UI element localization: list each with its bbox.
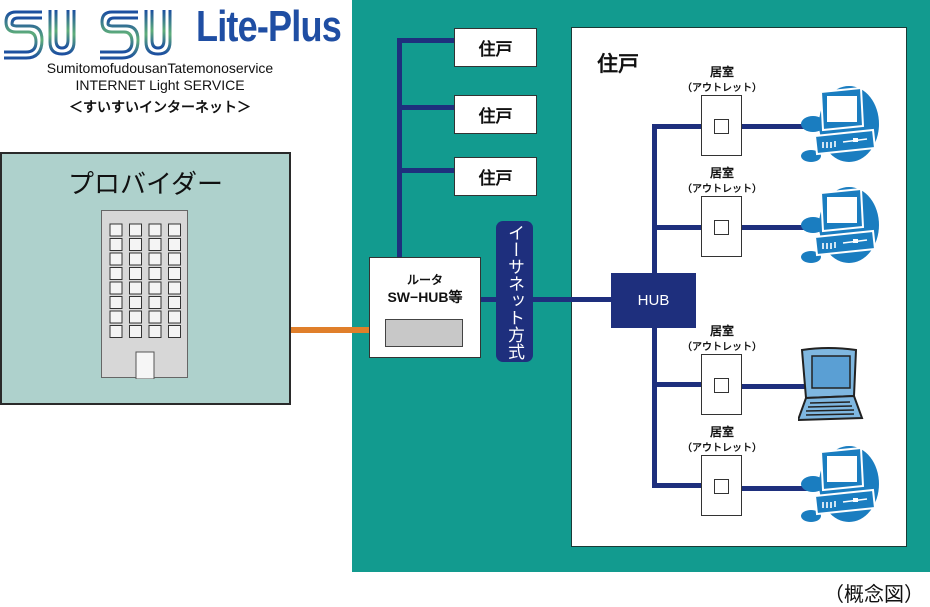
diagram-caption: （概念図） bbox=[824, 582, 924, 606]
building-window bbox=[129, 310, 142, 324]
room-branch-line bbox=[652, 225, 702, 230]
device-cable bbox=[730, 124, 808, 129]
building-window bbox=[129, 296, 142, 309]
building-window bbox=[148, 252, 162, 266]
room-branch-line bbox=[652, 124, 702, 129]
building-unit-box: 住戸 bbox=[454, 28, 537, 67]
desktop-computer-icon bbox=[800, 85, 880, 163]
device-cable bbox=[730, 384, 808, 389]
outlet-label: （アウトレット） bbox=[682, 184, 762, 195]
desktop-computer-icon bbox=[800, 186, 880, 264]
building-window bbox=[168, 296, 181, 309]
room-branch-line bbox=[652, 382, 702, 387]
building-window bbox=[129, 238, 142, 251]
ethernet-line bbox=[571, 297, 612, 302]
unit-branch-line bbox=[397, 105, 455, 110]
building-window bbox=[109, 281, 123, 295]
building-window bbox=[129, 267, 142, 280]
building-window bbox=[168, 310, 181, 324]
building-window bbox=[109, 252, 123, 266]
outlet-jack bbox=[714, 378, 729, 393]
desktop-computer-icon bbox=[800, 445, 880, 523]
building-window bbox=[129, 325, 142, 338]
router-label: ルータ bbox=[406, 273, 443, 287]
outlet-jack bbox=[714, 479, 729, 494]
logo-title: Lite-Plus bbox=[196, 2, 342, 51]
building-window bbox=[168, 325, 181, 338]
outlet-label: （アウトレット） bbox=[682, 342, 762, 353]
room-label: 居室 bbox=[709, 324, 734, 338]
hub-box: HUB bbox=[611, 273, 696, 328]
building-trunk-line bbox=[397, 38, 402, 258]
laptop-computer-icon bbox=[798, 347, 864, 422]
building-unit-box: 住戸 bbox=[454, 95, 537, 134]
switch-hub-label: SW−HUB等 bbox=[387, 289, 463, 305]
building-window bbox=[129, 281, 142, 295]
office-building-icon bbox=[101, 210, 188, 380]
ethernet-line bbox=[480, 297, 612, 302]
building-window bbox=[168, 267, 181, 280]
building-window bbox=[148, 267, 162, 280]
outlet-label: （アウトレット） bbox=[682, 443, 762, 454]
building-window bbox=[109, 238, 123, 251]
building-window bbox=[109, 296, 123, 309]
building-window bbox=[168, 223, 181, 237]
building-window bbox=[168, 238, 181, 251]
logo-tagline: ＜すいすいインターネット＞ bbox=[69, 100, 251, 116]
dwelling-title: 住戸 bbox=[597, 52, 639, 76]
building-window bbox=[129, 223, 142, 237]
room-label: 居室 bbox=[709, 425, 734, 439]
building-window bbox=[148, 281, 162, 295]
building-window bbox=[109, 267, 123, 280]
building-window bbox=[109, 223, 123, 237]
unit-branch-line bbox=[397, 168, 455, 173]
room-label: 居室 bbox=[709, 65, 734, 79]
device-cable bbox=[730, 486, 808, 491]
building-window bbox=[129, 252, 142, 266]
building-window bbox=[148, 223, 162, 237]
uplink-cable bbox=[291, 327, 386, 333]
building-unit-box: 住戸 bbox=[454, 157, 537, 196]
building-window bbox=[109, 310, 123, 324]
device-cable bbox=[730, 225, 808, 230]
building-window bbox=[168, 252, 181, 266]
room-label: 居室 bbox=[709, 166, 734, 180]
building-window bbox=[148, 238, 162, 251]
building-window bbox=[148, 296, 162, 309]
outlet-label: （アウトレット） bbox=[682, 83, 762, 94]
building-window bbox=[148, 310, 162, 324]
building-window bbox=[148, 325, 162, 338]
building-window bbox=[168, 281, 181, 295]
building-windows bbox=[109, 223, 181, 380]
provider-label: プロバイダー bbox=[68, 170, 223, 200]
ethernet-method-label: イーサネット方式 bbox=[496, 221, 533, 362]
outlet-jack bbox=[714, 119, 729, 134]
logo-company-name: SumitomofudousanTatemonoservice bbox=[46, 60, 274, 76]
logo-mark-icon bbox=[4, 10, 185, 60]
router-port bbox=[385, 319, 463, 347]
unit-branch-line bbox=[397, 38, 455, 43]
building-window bbox=[109, 325, 123, 338]
outlet-jack bbox=[714, 220, 729, 235]
logo-service-name: INTERNET Light SERVICE bbox=[75, 77, 245, 93]
room-branch-line bbox=[652, 483, 702, 488]
